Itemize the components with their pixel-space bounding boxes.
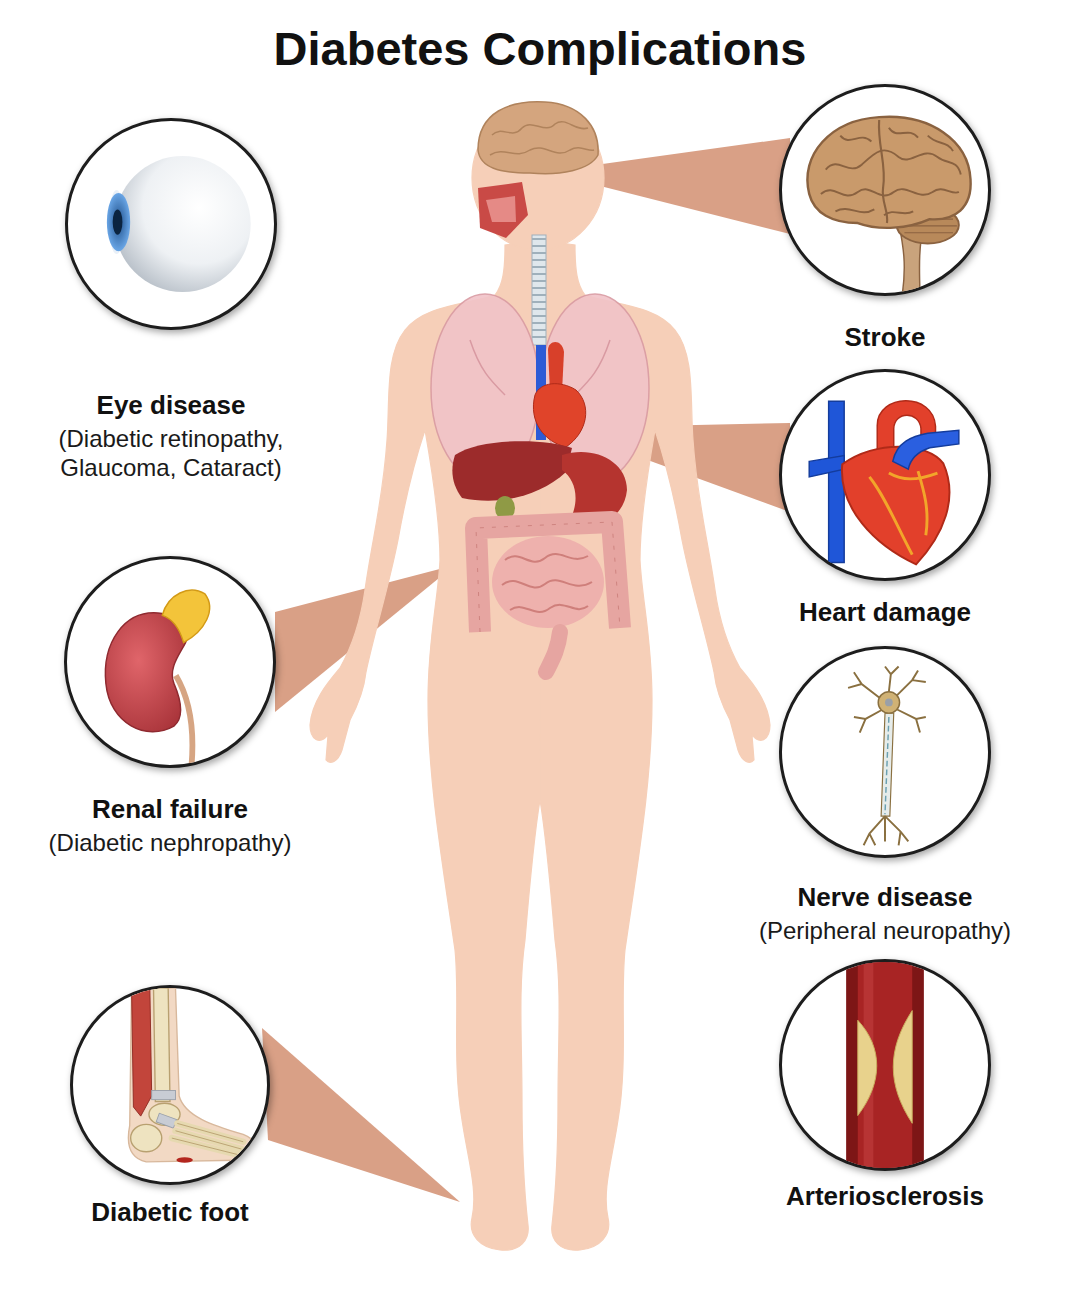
body-organs-part — [532, 238, 546, 342]
human-body-part — [310, 240, 540, 1250]
complication-node: Eye disease (Diabetic retinopathy, Glauco… — [17, 118, 325, 483]
complication-node: Stroke — [731, 84, 1039, 353]
node-label: Stroke — [731, 322, 1039, 353]
circle-illustration — [67, 559, 273, 765]
body-organs-part — [532, 235, 546, 345]
illustration-circle — [779, 84, 991, 296]
circle-illustration-use — [107, 156, 251, 292]
node-heading: Renal failure — [6, 794, 334, 825]
illustration-circle — [779, 646, 991, 858]
node-heading: Eye disease — [17, 390, 325, 421]
circle-illustration — [73, 988, 267, 1182]
node-label: Diabetic foot — [16, 1197, 324, 1228]
complication-node: Renal failure (Diabetic nephropathy) — [6, 556, 334, 858]
circle-illustration-use — [846, 962, 924, 1168]
node-label: Renal failure (Diabetic nephropathy) — [6, 794, 334, 858]
body-organs-part — [486, 196, 516, 222]
body-organs-part — [492, 536, 604, 628]
diagram-title: Diabetes Complications — [0, 22, 1080, 76]
body-organs-part — [476, 522, 620, 632]
circle-illustration-use — [807, 117, 970, 293]
circle-illustration-use — [809, 401, 959, 565]
node-subtext: (Peripheral neuropathy) — [721, 917, 1049, 946]
node-heading: Arteriosclerosis — [731, 1181, 1039, 1212]
node-label: Eye disease (Diabetic retinopathy, Glauco… — [17, 390, 325, 483]
circle-illustration-use — [105, 590, 209, 765]
node-label: Nerve disease (Peripheral neuropathy) — [721, 882, 1049, 946]
node-heading: Nerve disease — [721, 882, 1049, 913]
node-label: Heart damage — [731, 597, 1039, 628]
circle-illustration — [782, 649, 988, 855]
body-organs-part — [502, 554, 592, 612]
complication-node: Nerve disease (Peripheral neuropathy) — [721, 646, 1049, 946]
complication-node: Heart damage — [731, 369, 1039, 628]
body-organs-part — [533, 384, 585, 447]
illustration-circle — [779, 959, 991, 1171]
node-heading: Diabetic foot — [16, 1197, 324, 1228]
illustration-circle — [779, 369, 991, 581]
body-organs-part — [478, 182, 528, 238]
node-heading: Stroke — [731, 322, 1039, 353]
circle-illustration-use — [848, 666, 926, 845]
complication-node: Arteriosclerosis — [731, 959, 1039, 1212]
node-heading: Heart damage — [731, 597, 1039, 628]
illustration-circle — [70, 985, 270, 1185]
body-organs-part — [452, 441, 572, 501]
human-body — [310, 106, 770, 1250]
circle-illustration — [782, 87, 988, 293]
illustration-circle — [64, 556, 276, 768]
body-organs-part — [490, 122, 594, 155]
node-subtext: (Diabetic nephropathy) — [6, 829, 334, 858]
body-organs-part — [476, 522, 620, 632]
circle-illustration — [782, 962, 988, 1168]
illustration-circle — [65, 118, 277, 330]
node-subtext: (Diabetic retinopathy, Glaucoma, Catarac… — [17, 425, 325, 483]
circle-illustration — [782, 372, 988, 578]
body-organs-part — [546, 632, 560, 672]
circle-illustration — [68, 121, 274, 327]
leader-wedges-part — [262, 1028, 460, 1202]
body-organs-part — [478, 102, 598, 174]
node-label: Arteriosclerosis — [731, 1181, 1039, 1212]
circle-illustration-use — [128, 988, 256, 1163]
complication-node: Diabetic foot — [16, 985, 324, 1228]
body-organs — [431, 102, 649, 672]
